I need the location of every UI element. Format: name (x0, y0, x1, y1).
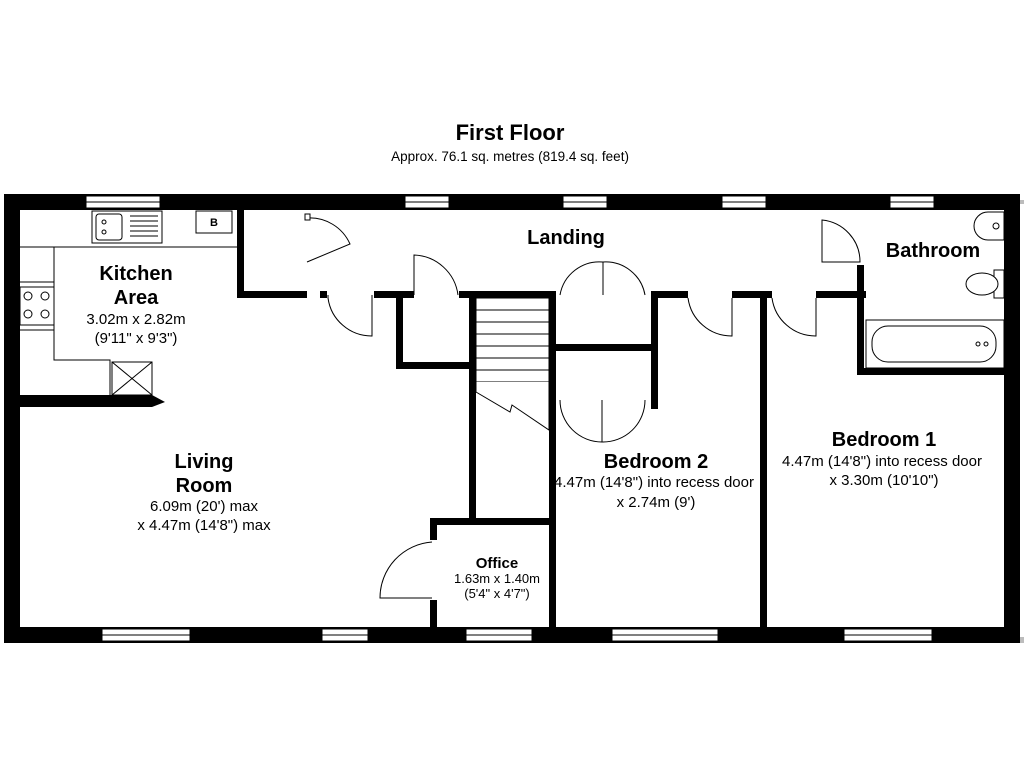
room-dimensions: x 2.74m (9') (617, 494, 696, 511)
boiler: B (195, 210, 233, 234)
room-dimensions: x 4.47m (14'8") max (137, 517, 271, 534)
window (611, 628, 719, 642)
room-name: Bedroom 1 (832, 429, 936, 451)
kitchen-unit (111, 361, 153, 396)
bathtub (865, 319, 1005, 369)
label-landing: Landing (527, 227, 605, 249)
room-dimensions: (9'11" x 9'3") (95, 330, 178, 347)
staircase (475, 297, 550, 431)
doors (304, 213, 861, 599)
room-dimensions: 6.09m (20') max (150, 498, 258, 515)
door (413, 254, 459, 296)
room-dimensions: (5'4" x 4'7") (464, 586, 530, 601)
room-name: Area (114, 287, 159, 309)
label-bedroom-1: Bedroom 1 4.47m (14'8") into recess door… (782, 429, 982, 489)
boiler-label: B (210, 217, 218, 229)
bathroom-fixtures (865, 211, 1005, 369)
interior-walls (16, 208, 1020, 636)
cooker-hob (19, 286, 55, 326)
floor-area: Approx. 76.1 sq. metres (819.4 sq. feet) (391, 149, 629, 164)
floor-title: First Floor (456, 120, 565, 145)
door (821, 219, 861, 263)
window (465, 628, 533, 642)
door (687, 297, 733, 337)
window (101, 628, 191, 642)
toilet (965, 269, 1005, 299)
label-bathroom: Bathroom (886, 240, 980, 262)
room-name: Room (176, 475, 233, 497)
window (721, 195, 767, 209)
label-office: Office 1.63m x 1.40m (5'4" x 4'7") (454, 555, 540, 601)
room-dimensions: x 3.30m (10'10") (829, 472, 938, 489)
windows (85, 195, 935, 642)
window (404, 195, 450, 209)
room-dimensions: 4.47m (14'8") into recess door (554, 474, 754, 491)
window (562, 195, 608, 209)
label-kitchen-area: Kitchen Area 3.02m x 2.82m (9'11" x 9'3"… (86, 263, 185, 347)
room-dimensions: 4.47m (14'8") into recess door (782, 453, 982, 470)
room-name: Living (175, 451, 234, 473)
door (559, 399, 646, 443)
door (379, 541, 433, 599)
room-name: Office (476, 555, 519, 572)
window (843, 628, 933, 642)
window (889, 195, 935, 209)
door (771, 297, 817, 337)
door (304, 213, 351, 263)
window (85, 195, 161, 209)
room-name: Kitchen (99, 263, 172, 285)
door (559, 261, 646, 296)
label-bedroom-2: Bedroom 2 4.47m (14'8") into recess door… (554, 451, 754, 511)
room-dimensions: 1.63m x 1.40m (454, 571, 540, 586)
window (321, 628, 369, 642)
room-dimensions: 3.02m x 2.82m (86, 311, 185, 328)
door (327, 295, 373, 337)
kitchen-sink (91, 210, 163, 244)
room-name: Bedroom 2 (604, 451, 708, 473)
label-living-room: Living Room 6.09m (20') max x 4.47m (14'… (137, 451, 271, 534)
wash-basin (973, 211, 1005, 241)
